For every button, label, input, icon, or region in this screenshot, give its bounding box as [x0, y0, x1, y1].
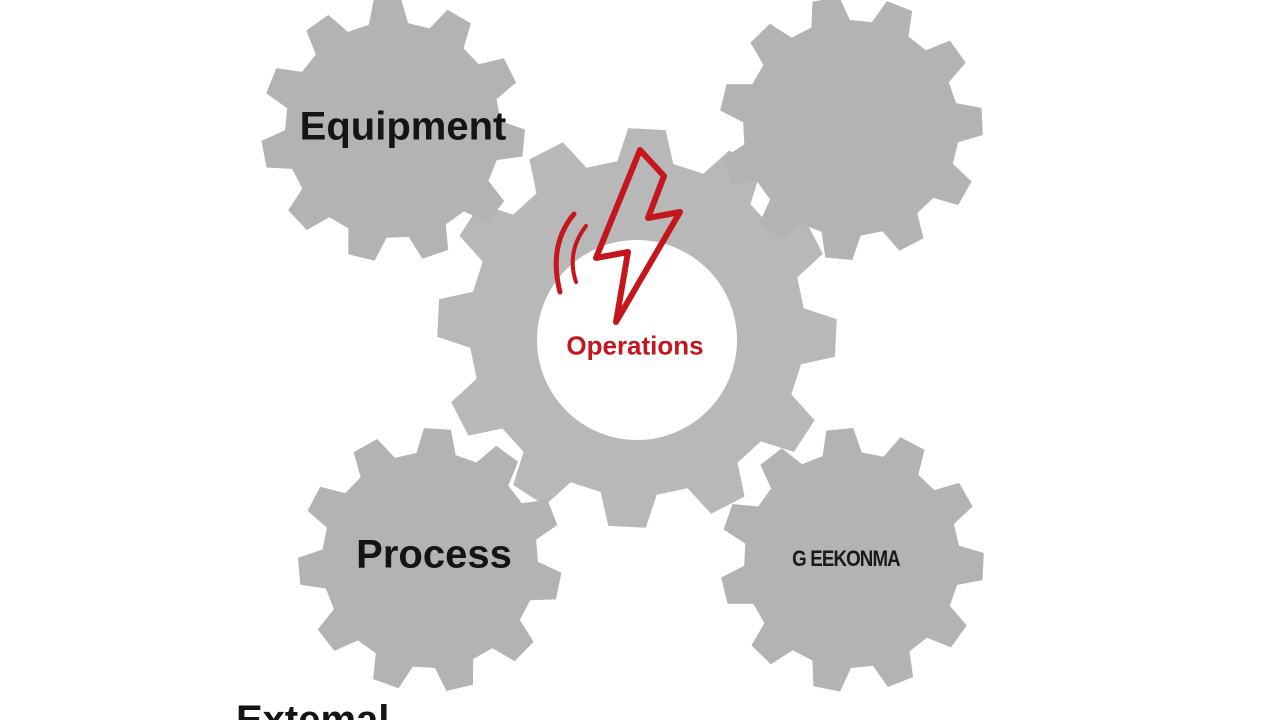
process-label: Process [356, 532, 512, 577]
center-gear-hub [537, 240, 737, 440]
equipment-label: Equipment [299, 104, 507, 149]
operations-label: Operations [566, 330, 704, 361]
partial-bottom-label: Extemal [236, 700, 389, 720]
equipment-gear [261, 0, 525, 261]
lightning-bolt-icon [553, 147, 683, 325]
bottom-right-gear [721, 428, 984, 692]
bottom-right-gear-label: G EEKONMA [792, 546, 901, 571]
top-right-gear [720, 0, 983, 260]
process-gear [298, 428, 562, 691]
